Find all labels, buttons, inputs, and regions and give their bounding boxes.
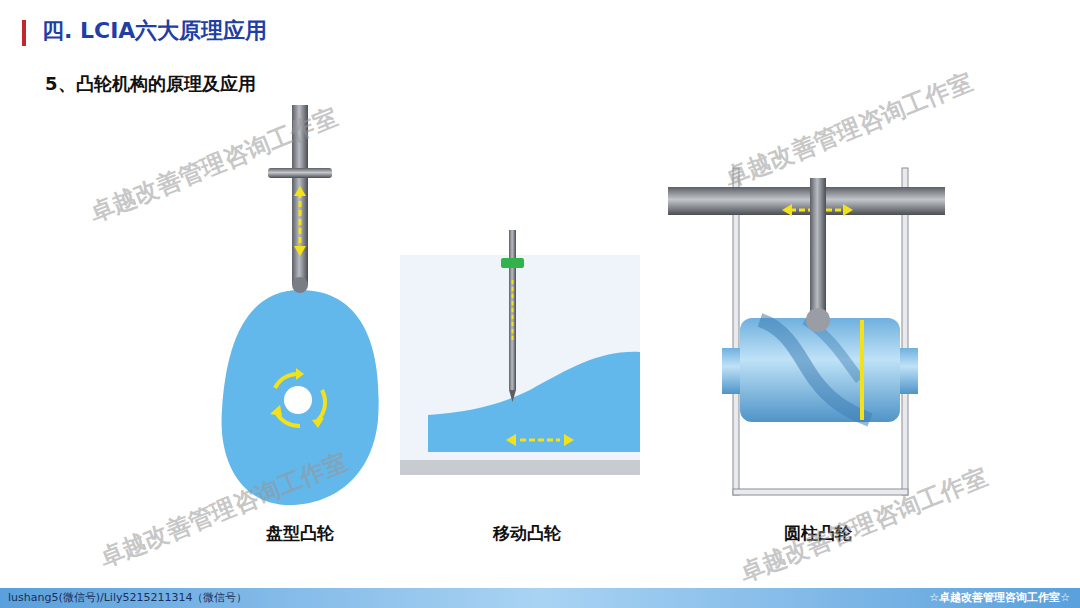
caption: 移动凸轮 <box>493 522 561 545</box>
slide-title: 四. LCIA六大原理应用 <box>42 16 267 46</box>
caption: 盘型凸轮 <box>266 522 334 545</box>
watermark: 卓越改善管理咨询工作室 <box>720 66 977 195</box>
footer-brand: ☆卓越改善管理咨询工作室☆ <box>929 590 1070 605</box>
watermark: 卓越改善管理咨询工作室 <box>735 461 992 590</box>
watermark: 卓越改善管理咨询工作室 <box>95 446 352 575</box>
subtitle: 5、凸轮机构的原理及应用 <box>45 72 256 96</box>
footer-contact: lushang5(微信号)/Lily5215211314（微信号） <box>8 590 247 605</box>
